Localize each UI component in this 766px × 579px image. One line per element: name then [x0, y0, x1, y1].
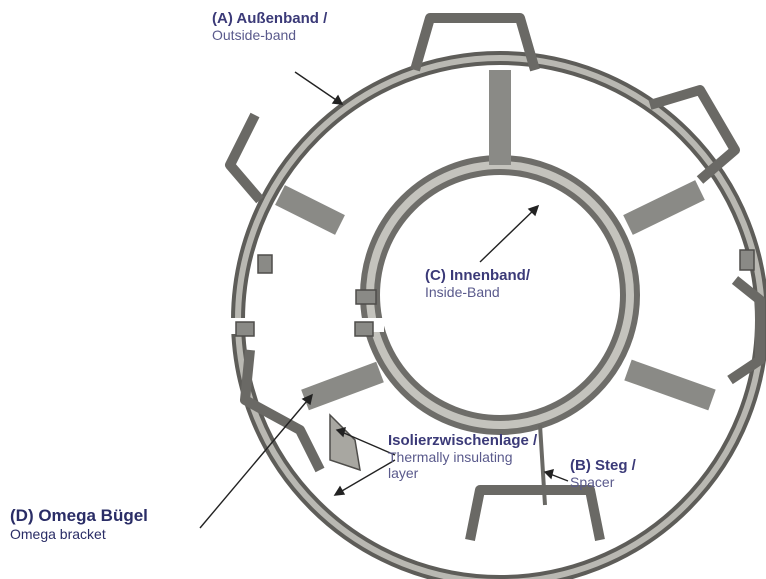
insulating-layer [329, 413, 361, 472]
label-inside-band: (C) Innenband/ Inside-Band [425, 267, 530, 300]
label-outside-band-de: (A) Außenband / [212, 10, 328, 27]
label-inside-band-en: Inside-Band [425, 284, 500, 301]
label-spacer: (B) Steg / Spacer [570, 457, 636, 490]
label-spacer-de: (B) Steg / [570, 457, 636, 474]
label-insulating-layer-en-1: Thermally insulating [388, 449, 513, 466]
label-insulating-layer: Isolierzwischenlage / Thermally insulati… [388, 432, 537, 481]
label-outside-band: (A) Außenband / Outside-band [212, 10, 327, 43]
label-omega-bracket-de: (D) Omega Bügel [10, 506, 148, 525]
label-spacer-en: Spacer [570, 474, 615, 491]
mount-tabs [235, 249, 755, 337]
spacers [275, 70, 716, 411]
label-insulating-layer-en-2: layer [388, 465, 419, 482]
label-insulating-layer-de: Isolierzwischenlage / [388, 432, 538, 449]
omega-brackets [225, 13, 765, 541]
label-omega-bracket: (D) Omega Bügel Omega bracket [10, 506, 148, 542]
label-outside-band-en: Outside-band [212, 27, 297, 44]
pointer-arrows [199, 71, 569, 529]
label-omega-bracket-en: Omega bracket [10, 525, 106, 542]
label-inside-band-de: (C) Innenband/ [425, 267, 530, 284]
